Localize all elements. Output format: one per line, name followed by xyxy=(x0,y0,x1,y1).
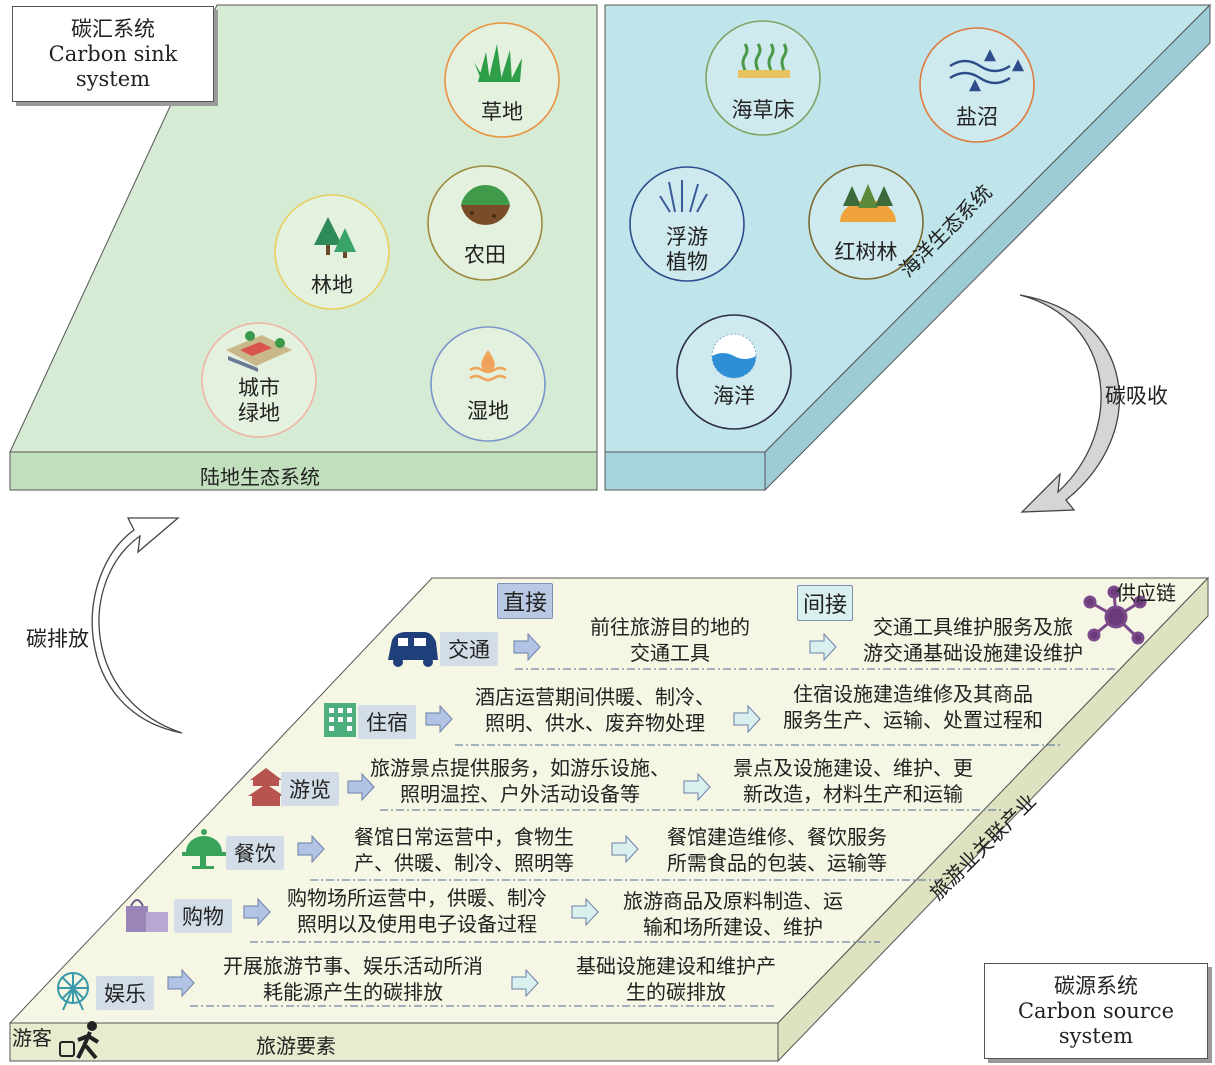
supply-chain-label: 供应链 xyxy=(1116,581,1176,605)
ocean-item-phytoplankton: 浮游 植物 xyxy=(666,225,708,274)
food-cloche-icon xyxy=(182,829,226,869)
tree-icon xyxy=(314,217,356,258)
tourism-plate-front xyxy=(9,1022,779,1062)
row-separators xyxy=(190,668,1118,1007)
row-arrows xyxy=(167,632,837,998)
direct-lodging: 酒店运营期间供暖、制冷、照明、供水、废弃物处理 xyxy=(475,685,715,735)
direct-sightseeing: 旅游景点提供服务，如游乐设施、照明温控、户外活动设备等 xyxy=(370,756,670,806)
land-ecosystem-label: 陆地生态系统 xyxy=(200,465,320,489)
land-item-farmland: 农田 xyxy=(464,243,506,267)
land-item-grassland: 草地 xyxy=(481,100,523,124)
carbon-absorb-label: 碳吸收 xyxy=(1105,384,1168,408)
wetland-circle xyxy=(430,326,546,442)
ocean-item-mangrove: 红树林 xyxy=(834,240,898,264)
carbon-emit-arrow xyxy=(91,517,183,734)
indirect-sightseeing: 景点及设施建设、维护、更新改造，材料生产和运输 xyxy=(733,756,973,806)
indirect-transport: 交通工具维护服务及旅游交通基础设施建设维护 xyxy=(863,615,1083,665)
ocean-plate-front xyxy=(604,451,766,491)
seagrass-icon xyxy=(738,43,790,78)
direct-header: 直接 xyxy=(497,583,554,619)
ocean-item-saltmarsh: 盐沼 xyxy=(956,105,998,129)
ocean-item-sea: 海洋 xyxy=(713,384,755,408)
indirect-dining: 餐馆建造维修、餐饮服务所需食品的包装、运输等 xyxy=(667,825,887,875)
carbon-sink-en2: system xyxy=(75,67,151,91)
tag-dining: 餐饮 xyxy=(226,836,284,870)
tourism-elements-label: 旅游要素 xyxy=(256,1034,336,1058)
direct-transport: 前往旅游目的地的交通工具 xyxy=(590,615,750,665)
grass-icon xyxy=(474,44,522,82)
ocean-item-seagrass: 海草床 xyxy=(731,98,795,122)
tag-shopping: 购物 xyxy=(174,899,232,933)
marsh-wave-icon xyxy=(949,49,1025,92)
carbon-sink-box: 碳汇系统 Carbon sink system xyxy=(12,6,214,102)
ocean-plate-side xyxy=(764,3,1211,492)
hotel-building-icon xyxy=(324,703,356,737)
tourist-label: 游客 xyxy=(12,1026,52,1050)
supply-chain-icon xyxy=(1083,585,1147,645)
land-item-urban-green: 城市 绿地 xyxy=(238,376,280,425)
phytoplankton-circle xyxy=(629,166,745,282)
carbon-source-box: 碳源系统 Carbon source system xyxy=(984,963,1208,1059)
direct-entertainment: 开展旅游节事、娱乐活动所消耗能源产生的碳排放 xyxy=(223,954,483,1004)
pavilion-icon xyxy=(248,768,284,806)
forest-circle xyxy=(274,194,390,310)
tag-sightseeing: 游览 xyxy=(281,772,339,806)
mangrove-icon xyxy=(840,184,896,222)
city-park-icon xyxy=(226,331,292,372)
water-drop-icon xyxy=(469,350,507,382)
plankton-icon xyxy=(659,180,708,213)
tag-entertainment: 娱乐 xyxy=(96,976,154,1010)
direct-shopping: 购物场所运营中，供暖、制冷照明以及使用电子设备过程 xyxy=(287,886,547,936)
direct-dining: 餐馆日常运营中，食物生产、供暖、制冷、照明等 xyxy=(354,825,574,875)
land-item-forest: 林地 xyxy=(311,273,353,297)
tourist-walking-icon xyxy=(59,1021,100,1060)
carbon-sink-cn: 碳汇系统 xyxy=(71,17,155,41)
indirect-header: 间接 xyxy=(797,585,854,621)
indirect-shopping: 旅游商品及原料制造、运输和场所建设、维护 xyxy=(623,889,843,939)
ocean-wave-icon xyxy=(711,333,757,379)
land-plate-side xyxy=(9,451,598,491)
ferris-wheel-icon xyxy=(57,972,89,1011)
tourism-plate-side xyxy=(777,576,1209,1063)
soil-icon xyxy=(461,184,510,226)
carbon-source-en2: system xyxy=(1058,1024,1134,1048)
shopping-bags-icon xyxy=(126,899,168,932)
carbon-absorb-arrow xyxy=(1019,294,1121,513)
carbon-emit-label: 碳排放 xyxy=(26,627,89,651)
car-icon xyxy=(388,632,438,667)
tag-transport: 交通 xyxy=(440,632,498,666)
land-item-wetland: 湿地 xyxy=(467,399,509,423)
carbon-source-en1: Carbon source xyxy=(1017,999,1175,1023)
tag-lodging: 住宿 xyxy=(358,705,416,739)
indirect-entertainment: 基础设施建设和维护产生的碳排放 xyxy=(576,954,776,1004)
carbon-source-cn: 碳源系统 xyxy=(1054,974,1138,998)
carbon-sink-en1: Carbon sink xyxy=(48,42,178,66)
indirect-lodging: 住宿设施建造维修及其商品服务生产、运输、处置过程和 xyxy=(783,682,1043,732)
